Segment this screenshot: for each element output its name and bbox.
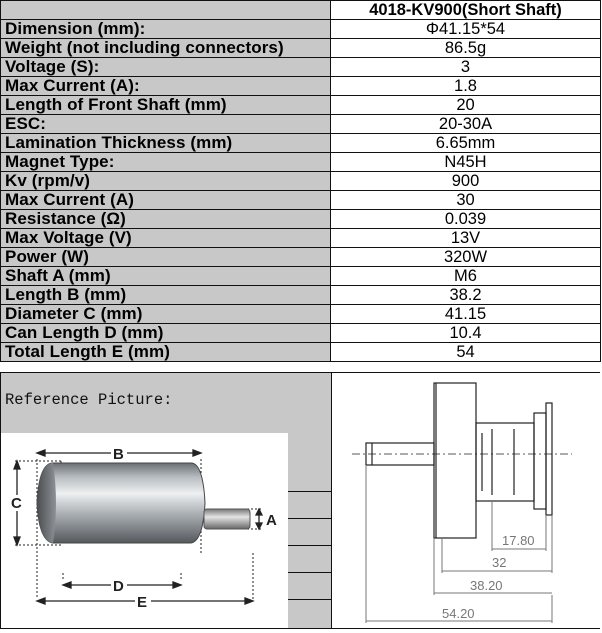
row-label: Power (W) <box>0 247 331 267</box>
row-value: 6.65mm <box>330 133 601 153</box>
table-row: Kv (rpm/v)900 <box>0 171 601 191</box>
row-label: Max Voltage (V) <box>0 228 331 248</box>
row-label: Weight (not including connectors) <box>0 38 331 58</box>
row-label: Length of Front Shaft (mm) <box>0 95 331 115</box>
table-row: Power (W)320W <box>0 247 601 267</box>
header-blank-cell <box>0 0 331 20</box>
row-label: Length B (mm) <box>0 285 331 305</box>
row-value: 3 <box>330 57 601 77</box>
row-value: 20-30A <box>330 114 601 134</box>
motor-photo-illustration: B C D E A <box>9 445 277 611</box>
table-row: Weight (not including connectors)86.5g <box>0 38 601 58</box>
leftover-grid-rows <box>288 487 331 627</box>
row-value: 10.4 <box>330 323 601 343</box>
row-label: ESC: <box>0 114 331 134</box>
row-label: Dimension (mm): <box>0 19 331 39</box>
row-label: Magnet Type: <box>0 152 331 172</box>
dim-label-e: E <box>137 594 147 611</box>
table-row: Max Voltage (V)13V <box>0 228 601 248</box>
row-label: Total Length E (mm) <box>0 342 331 362</box>
row-label: Can Length D (mm) <box>0 323 331 343</box>
row-value: 54 <box>330 342 601 362</box>
table-row: Lamination Thickness (mm)6.65mm <box>0 133 601 153</box>
row-value: 41.15 <box>330 304 601 324</box>
dim-label-a: A <box>266 512 277 529</box>
dim-text-2: 32 <box>492 555 506 570</box>
dim-label-b: B <box>113 446 124 463</box>
row-label: Max Current (A) <box>0 190 331 210</box>
row-value: 320W <box>330 247 601 267</box>
table-row: Total Length E (mm)54 <box>0 342 601 362</box>
row-label: Max Current (A): <box>0 76 331 96</box>
row-value: M6 <box>330 266 601 286</box>
row-value: Φ41.15*54 <box>330 19 601 39</box>
table-row: Voltage (S):3 <box>0 57 601 77</box>
row-value: 38.2 <box>330 285 601 305</box>
row-label: Diameter C (mm) <box>0 304 331 324</box>
table-row: Resistance (Ω)0.039 <box>0 209 601 229</box>
table-row: Diameter C (mm)41.15 <box>0 304 601 324</box>
row-value: 86.5g <box>330 38 601 58</box>
dim-text-4: 54.20 <box>442 606 475 621</box>
table-row: ESC:20-30A <box>0 114 601 134</box>
reference-picture-label: Reference Picture: <box>5 391 173 409</box>
row-value: 20 <box>330 95 601 115</box>
row-value: 1.8 <box>330 76 601 96</box>
row-label: Lamination Thickness (mm) <box>0 133 331 153</box>
row-value: 13V <box>330 228 601 248</box>
table-row: Length B (mm)38.2 <box>0 285 601 305</box>
table-row: Can Length D (mm)10.4 <box>0 323 601 343</box>
table-row: Magnet Type:N45H <box>0 152 601 172</box>
spec-table: 4018-KV900(Short Shaft) Dimension (mm):Φ… <box>0 0 601 362</box>
row-value: 30 <box>330 190 601 210</box>
table-row: Max Current (A)30 <box>0 190 601 210</box>
technical-drawing: 17.80 32 38.20 54.20 <box>332 373 600 628</box>
table-row: Length of Front Shaft (mm)20 <box>0 95 601 115</box>
dim-label-c: C <box>11 495 22 512</box>
reference-section: Reference Picture: <box>0 372 600 629</box>
table-row: Dimension (mm):Φ41.15*54 <box>0 19 601 39</box>
dim-text-3: 38.20 <box>470 578 503 593</box>
motor-side-drawing: 17.80 32 38.20 54.20 <box>352 382 572 623</box>
row-value: 900 <box>330 171 601 191</box>
row-label: Shaft A (mm) <box>0 266 331 286</box>
row-value: 0.039 <box>330 209 601 229</box>
table-header-row: 4018-KV900(Short Shaft) <box>0 0 601 20</box>
table-row: Max Current (A):1.8 <box>0 76 601 96</box>
motor-photo: B C D E A <box>1 433 288 628</box>
row-value: N45H <box>330 152 601 172</box>
row-label: Voltage (S): <box>0 57 331 77</box>
row-label: Kv (rpm/v) <box>0 171 331 191</box>
row-label: Resistance (Ω) <box>0 209 331 229</box>
dim-text-1: 17.80 <box>502 533 535 548</box>
dim-label-d: D <box>113 578 124 595</box>
table-row: Shaft A (mm)M6 <box>0 266 601 286</box>
model-header: 4018-KV900(Short Shaft) <box>330 0 601 20</box>
reference-panel: Reference Picture: <box>1 373 332 628</box>
